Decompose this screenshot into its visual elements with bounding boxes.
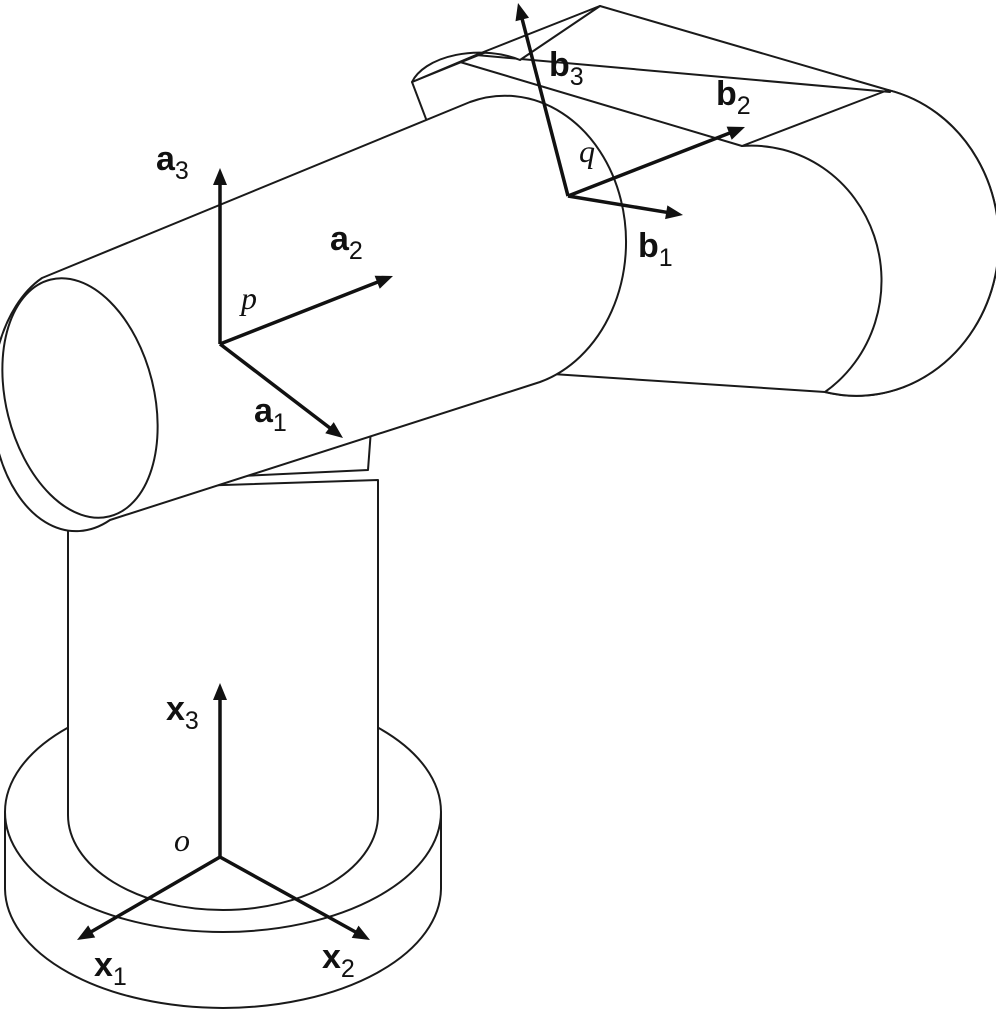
b1-label: b1 <box>638 227 673 272</box>
a1-vector <box>218 342 343 438</box>
b1-vector <box>567 194 683 220</box>
x3-vector <box>213 683 227 857</box>
origin-o-label: o <box>174 822 190 858</box>
cylinder-end-face <box>1 277 159 519</box>
a3-vector <box>213 168 227 344</box>
b1-vector-shaft <box>567 194 669 215</box>
x1-label: x1 <box>94 946 127 991</box>
a2-vector-shaft <box>219 279 380 346</box>
x2-vector <box>219 855 370 940</box>
b1-vector-arrowhead <box>665 205 683 220</box>
b3-vector-shaft <box>520 17 570 197</box>
a2-vector <box>219 275 393 346</box>
x2-vector-arrowhead <box>351 925 370 940</box>
b2-vector-arrowhead <box>726 126 745 140</box>
x2-label: x2 <box>322 938 355 983</box>
b3-vector <box>515 3 570 197</box>
a1-vector-arrowhead <box>325 422 343 438</box>
a2-label: a2 <box>330 220 363 265</box>
link-front-face <box>741 89 996 397</box>
origin-q-label: q <box>579 133 595 169</box>
a3-label: a3 <box>156 140 189 185</box>
a2-vector-arrowhead <box>374 275 393 289</box>
x3-label: x3 <box>166 690 199 735</box>
a1-vector-shaft <box>218 342 333 431</box>
a1-label: a1 <box>254 392 287 437</box>
a3-vector-arrowhead <box>213 168 227 185</box>
link-near-end <box>411 5 601 83</box>
link-top-edge-mid <box>475 54 891 93</box>
horizontal-cylinder <box>0 94 628 533</box>
origin-p-label: p <box>239 280 257 316</box>
b3-vector-arrowhead <box>515 3 530 22</box>
x1-vector <box>77 855 221 940</box>
x1-vector-shaft <box>89 855 221 934</box>
b2-vector-shaft <box>567 130 732 198</box>
b3-label: b3 <box>549 46 584 91</box>
b2-label: b2 <box>716 75 751 120</box>
b2-vector <box>567 126 745 198</box>
x3-vector-arrowhead <box>213 683 227 700</box>
x2-vector-shaft <box>219 855 358 935</box>
frame-vectors <box>77 3 745 940</box>
x1-vector-arrowhead <box>77 925 96 940</box>
link-top-edge-near <box>459 61 743 147</box>
